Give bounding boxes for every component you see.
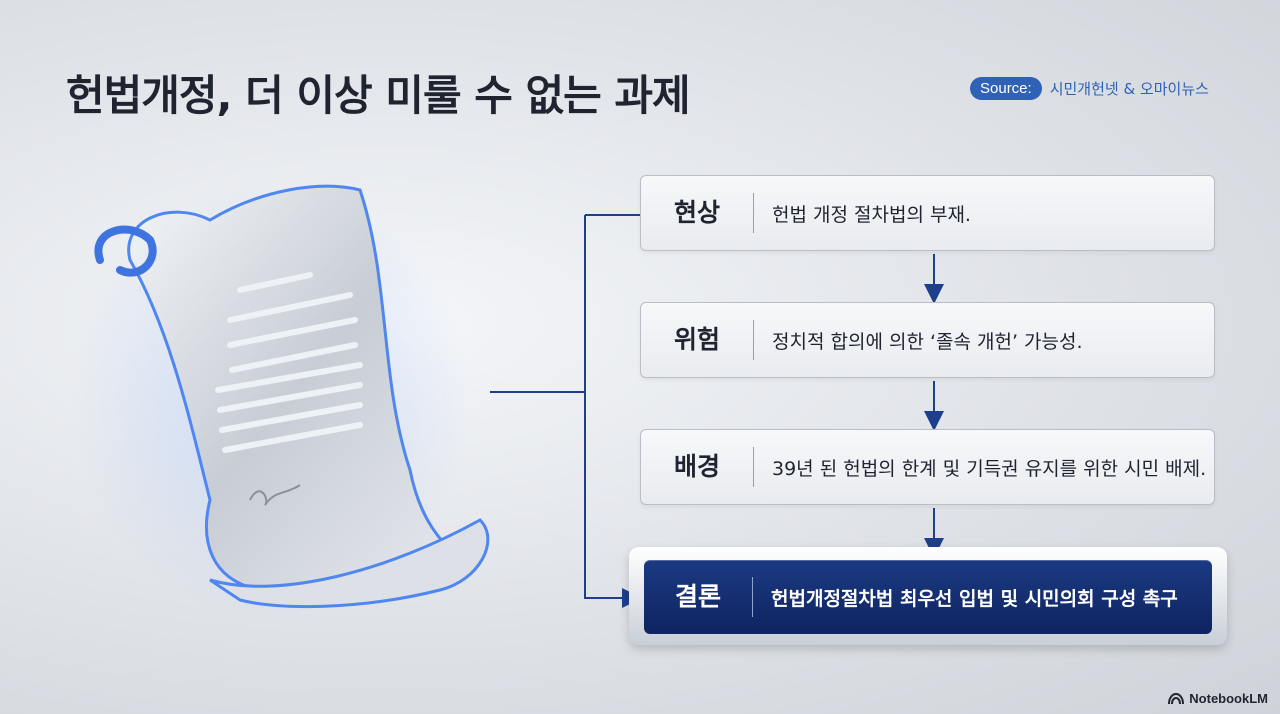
step-phenomenon: 현상 헌법 개정 절차법의 부재.	[640, 175, 1215, 251]
step-label: 위험	[641, 320, 754, 360]
step-text: 정치적 합의에 의한 ‘졸속 개헌’ 가능성.	[772, 330, 1083, 353]
source-attribution: Source: 시민개헌넷 & 오마이뉴스	[970, 77, 1209, 100]
scroll-document-icon	[70, 180, 490, 620]
step-label: 현상	[641, 193, 754, 233]
step-background: 배경 39년 된 헌법의 한계 및 기득권 유지를 위한 시민 배제.	[640, 429, 1215, 505]
step-risk: 위험 정치적 합의에 의한 ‘졸속 개헌’ 가능성.	[640, 302, 1215, 378]
step-text: 헌법 개정 절차법의 부재.	[772, 203, 971, 226]
source-text: 시민개헌넷 & 오마이뉴스	[1049, 80, 1209, 98]
conclusion-text: 헌법개정절차법 최우선 입법 및 시민의회 구성 촉구	[771, 587, 1178, 610]
step-label: 배경	[641, 447, 754, 487]
step-text: 39년 된 헌법의 한계 및 기득권 유지를 위한 시민 배제.	[772, 457, 1207, 480]
brand-watermark: NotebookLM	[1168, 691, 1268, 706]
brand-name: NotebookLM	[1189, 691, 1268, 706]
conclusion-label: 결론	[644, 577, 753, 617]
step-conclusion: 결론 헌법개정절차법 최우선 입법 및 시민의회 구성 촉구	[644, 560, 1212, 634]
notebooklm-logo-icon	[1168, 692, 1185, 704]
source-pill: Source:	[970, 77, 1042, 100]
page-title: 헌법개정, 더 이상 미룰 수 없는 과제	[66, 71, 691, 120]
